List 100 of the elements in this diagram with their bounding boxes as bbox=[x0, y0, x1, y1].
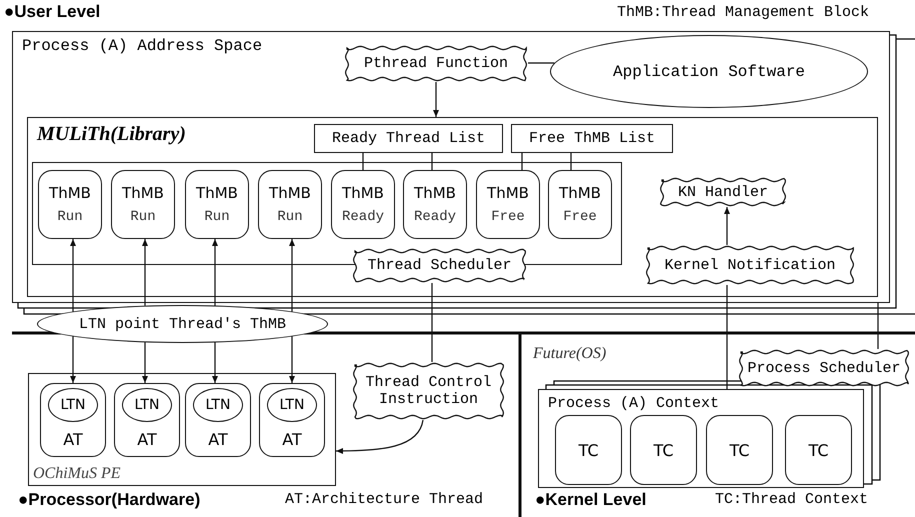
ltn-ellipse bbox=[48, 388, 98, 422]
arrow bbox=[336, 420, 424, 454]
box-label: ThMB bbox=[414, 184, 456, 202]
box-label: Process (A) Context bbox=[548, 395, 720, 412]
box-label: ThMB bbox=[342, 184, 384, 202]
scheduler-box bbox=[352, 248, 527, 283]
box-label: TC bbox=[653, 440, 674, 460]
box-label: OChiMuS PE bbox=[33, 465, 121, 483]
thread-block bbox=[185, 170, 249, 239]
connector-line bbox=[726, 285, 728, 389]
box-label: KN Handler bbox=[678, 184, 768, 200]
architecture-thread-box bbox=[40, 383, 106, 457]
arrow bbox=[433, 82, 439, 117]
thread-block bbox=[331, 170, 395, 239]
box-label: LTN point Thread's ThMB bbox=[78, 316, 286, 332]
box-label: ThMB bbox=[269, 184, 311, 202]
thread-context-box bbox=[555, 415, 622, 485]
status-label: Ready bbox=[342, 209, 384, 225]
arrow bbox=[142, 239, 148, 306]
thread-context-box bbox=[706, 415, 773, 485]
box-label: ThMB bbox=[196, 184, 238, 202]
arrow bbox=[70, 336, 76, 383]
box-label: ThMB bbox=[487, 184, 529, 202]
box-label: AT bbox=[137, 430, 157, 449]
list-box bbox=[314, 124, 503, 153]
connector-line bbox=[528, 62, 554, 64]
level-heading: ●User Level bbox=[4, 2, 100, 22]
arrow bbox=[70, 239, 76, 312]
box-label: Process (A) Address Space bbox=[22, 37, 262, 55]
function-box bbox=[344, 45, 528, 82]
status-label: Ready bbox=[414, 209, 456, 225]
box-label: AT bbox=[63, 430, 83, 449]
handler-box bbox=[659, 177, 787, 207]
arrow bbox=[142, 342, 148, 383]
connector-line bbox=[570, 153, 572, 170]
status-label: Free bbox=[563, 209, 597, 225]
box-label: ThMB bbox=[49, 184, 91, 202]
thread-context-box bbox=[630, 415, 697, 485]
connector-line bbox=[431, 153, 433, 170]
box-label: ThMB bbox=[122, 184, 164, 202]
address-space-frame bbox=[12, 31, 890, 303]
thread-context-box bbox=[785, 415, 852, 485]
thread-block bbox=[403, 170, 467, 239]
box-label: AT bbox=[282, 430, 302, 449]
abbreviation-note: AT:Architecture Thread bbox=[285, 491, 484, 508]
box-label: LTN bbox=[60, 397, 86, 413]
box-label: ThMB bbox=[559, 184, 601, 202]
status-label: Free bbox=[491, 209, 525, 225]
box-label: TC bbox=[808, 440, 828, 460]
arrow bbox=[212, 342, 218, 383]
context-frame bbox=[538, 389, 864, 488]
arrow bbox=[724, 207, 730, 245]
thread-block bbox=[548, 170, 612, 239]
arrow bbox=[212, 239, 218, 306]
ltn-ellipse bbox=[193, 388, 243, 422]
status-label: Run bbox=[204, 209, 230, 225]
box-label: MULiTh(Library) bbox=[37, 123, 186, 146]
library-frame bbox=[27, 117, 878, 297]
connector-line bbox=[521, 153, 523, 170]
thread-block bbox=[38, 170, 102, 239]
list-box bbox=[511, 124, 673, 153]
architecture-thread-box bbox=[259, 383, 325, 457]
box-label: TC bbox=[729, 440, 750, 460]
box-label: TC bbox=[578, 440, 598, 460]
architecture-thread-box bbox=[114, 383, 180, 457]
arrow bbox=[289, 239, 295, 312]
level-heading: ●Kernel Level bbox=[535, 490, 646, 510]
box-label: AT bbox=[208, 430, 228, 449]
box-label: Kernel Notification bbox=[664, 256, 836, 274]
connector-line bbox=[431, 283, 433, 362]
scheduler-box bbox=[738, 349, 910, 387]
status-label: Run bbox=[57, 209, 83, 225]
abbreviation-note: TC:Thread Context bbox=[715, 491, 868, 508]
ltn-ellipse bbox=[267, 388, 317, 422]
box-label: LTN bbox=[134, 397, 160, 413]
status-label: Run bbox=[130, 209, 156, 225]
arrow bbox=[289, 336, 295, 383]
box-label: Pthread Function bbox=[364, 55, 508, 72]
notification-box bbox=[645, 245, 855, 285]
abbreviation-note: ThMB:Thread Management Block bbox=[617, 4, 870, 21]
connector-line bbox=[877, 303, 879, 349]
level-heading: ●Processor(Hardware) bbox=[18, 490, 200, 510]
thread-block bbox=[258, 170, 322, 239]
ltn-ellipse bbox=[122, 388, 172, 422]
status-label: Run bbox=[277, 209, 303, 225]
box-label: Free ThMB List bbox=[528, 130, 656, 147]
box-label: Process Scheduler bbox=[747, 360, 901, 376]
section-label: Future(OS) bbox=[533, 345, 606, 363]
thread-block bbox=[111, 170, 175, 239]
box-label: Thread Scheduler bbox=[367, 257, 512, 274]
processor-frame bbox=[28, 373, 336, 486]
instruction-box bbox=[352, 362, 505, 420]
thread-block bbox=[476, 170, 540, 239]
connector-line bbox=[362, 153, 364, 170]
box-label: LTN bbox=[280, 397, 304, 413]
box-label: Application Software bbox=[612, 62, 806, 80]
architecture-thread-box bbox=[185, 383, 251, 457]
box-label: Thread Control Instruction bbox=[364, 374, 493, 408]
box-label: LTN bbox=[206, 397, 230, 413]
box-label: Ready Thread List bbox=[332, 130, 486, 147]
